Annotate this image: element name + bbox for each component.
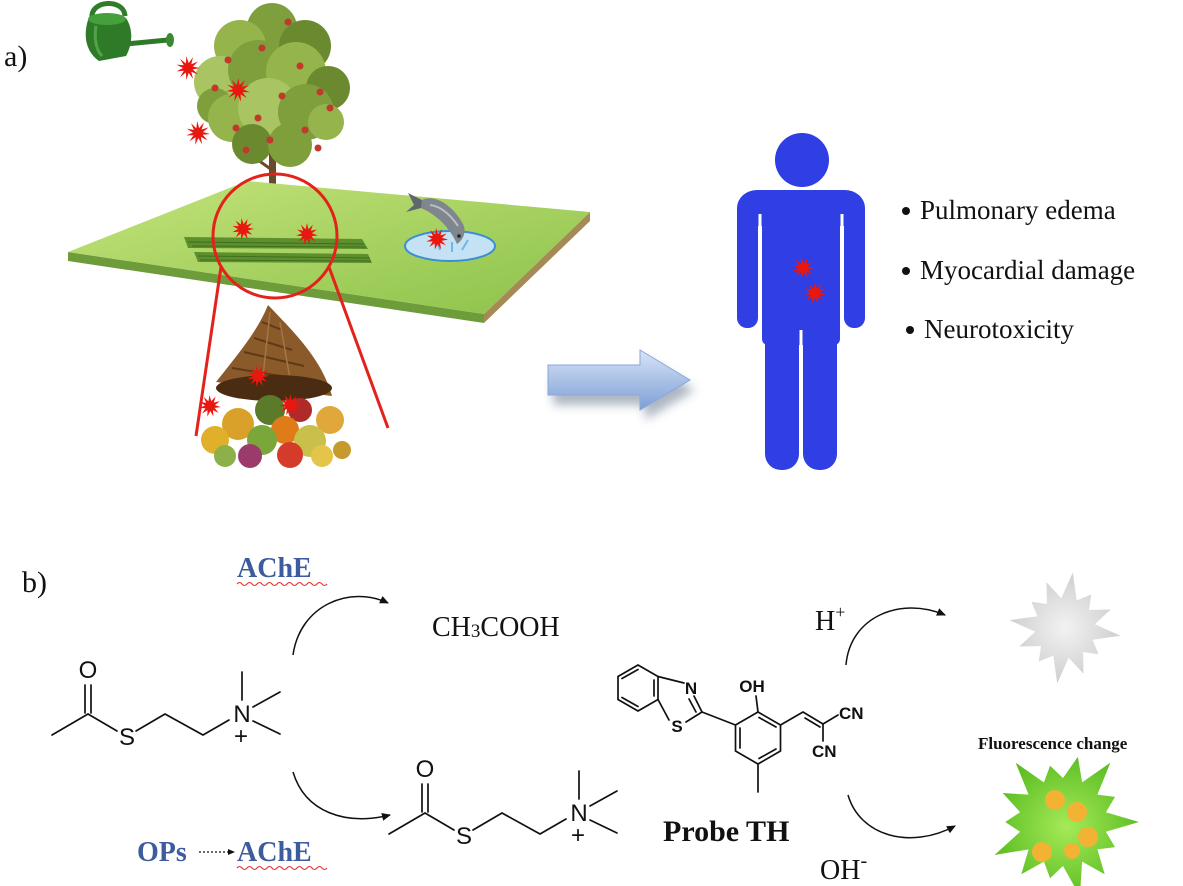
inhibited-arrow	[292, 771, 391, 821]
hydrolysis-enzyme-label: AChE	[237, 553, 312, 584]
fruits	[201, 395, 351, 468]
probe-sulfur: S	[671, 717, 682, 736]
acid-arrow	[845, 607, 946, 666]
fluorescence-burst-acid	[1009, 572, 1121, 684]
pesticide-splat	[296, 223, 318, 245]
grass-strips	[184, 237, 372, 263]
probe-th-structure: OH N S CN CN	[617, 664, 864, 793]
pesticide-splat	[279, 394, 301, 416]
watering-can-icon	[85, 1, 174, 61]
fluorescence-burst-base	[994, 756, 1139, 886]
health-effects-list: Pulmonary edema Myocardial damage Neurot…	[902, 195, 1135, 344]
human-head	[775, 133, 829, 187]
fluorescence-burst-base-group	[994, 756, 1139, 886]
probe-hydroxyl: OH	[739, 677, 765, 696]
bullet	[902, 267, 910, 275]
acetic-acid-rest: COOH	[480, 612, 559, 643]
inhibition-label: OPs AChE	[137, 837, 328, 871]
inhibitor-label: OPs	[137, 837, 187, 868]
pesticide-splat	[226, 78, 250, 102]
probe-name: Probe TH	[663, 815, 789, 848]
health-effect-item: Neurotoxicity	[924, 314, 1074, 344]
pesticide-splat	[232, 218, 254, 240]
farmland-ground	[68, 181, 590, 323]
hydrolysis-arrow	[292, 595, 389, 656]
body-splats	[792, 257, 826, 304]
panel-b-label: b)	[22, 566, 47, 599]
human-left-leg	[765, 320, 799, 470]
apples	[211, 18, 334, 154]
ammonium-nitrogen: N	[233, 701, 250, 728]
acid-condition-label: H+	[815, 602, 845, 637]
panel-a-label: a)	[4, 40, 27, 73]
health-effect-item: Myocardial damage	[920, 255, 1135, 285]
acetylthiocholine-structure-remaining: O S N +	[388, 756, 618, 850]
thioester-sulfur: S	[456, 823, 472, 850]
acetylthiocholine-structure: O S N +	[51, 657, 281, 751]
fish-icon	[406, 193, 465, 244]
arm-gaps	[758, 214, 844, 470]
carbonyl-oxygen: O	[416, 756, 435, 783]
inhibited-enzyme-label: AChE	[237, 837, 312, 868]
fluorescence-change-label: Fluorescence change	[978, 734, 1128, 753]
carbonyl-oxygen: O	[79, 657, 98, 684]
acid-superscript: +	[835, 602, 845, 622]
highlight-circle	[194, 172, 390, 437]
pesticide-splats	[176, 56, 448, 417]
bullet	[902, 207, 910, 215]
positive-charge: +	[571, 822, 585, 849]
probe-nitrogen: N	[685, 679, 697, 698]
spellcheck-underline	[236, 865, 328, 871]
base-arrow	[847, 794, 956, 839]
human-left-arm	[737, 200, 758, 328]
base-superscript: -	[860, 850, 867, 872]
panel-b: b) AChE CH3COOH O S N + O	[22, 553, 1139, 886]
health-effect-item: Pulmonary edema	[920, 195, 1116, 225]
probe-cyano-lower: CN	[812, 742, 837, 761]
base-condition-label: OH-	[820, 850, 867, 886]
panel-a: a)	[4, 1, 1135, 470]
pesticide-splat	[804, 282, 826, 304]
exposure-arrow	[547, 349, 695, 420]
human-figure	[737, 133, 865, 470]
human-right-arm	[844, 200, 865, 328]
fruit-tree	[194, 3, 350, 212]
acetic-acid-subscript: 3	[471, 621, 481, 642]
acid-symbol: H	[815, 606, 835, 637]
pesticide-splat	[792, 257, 814, 279]
ammonium-nitrogen: N	[570, 800, 587, 827]
bullet	[906, 326, 914, 334]
pond	[404, 193, 496, 262]
pesticide-splat	[186, 121, 210, 145]
human-right-leg	[803, 320, 837, 470]
acetic-acid-product: CH3COOH	[432, 612, 560, 643]
pesticide-splat	[247, 365, 269, 387]
acetic-acid-main: CH	[432, 612, 471, 643]
positive-charge: +	[234, 723, 248, 750]
probe-cyano-upper: CN	[839, 704, 864, 723]
pesticide-splat	[176, 56, 200, 80]
pesticide-splat	[199, 395, 221, 417]
base-symbol: OH	[820, 855, 860, 886]
human-torso	[762, 205, 840, 345]
cornucopia-icon	[201, 305, 351, 468]
tree-canopy	[194, 3, 350, 167]
pesticide-splat	[426, 228, 448, 250]
spellcheck-underline	[236, 581, 328, 587]
thioester-sulfur: S	[119, 724, 135, 751]
fluorescent-dots	[1032, 790, 1098, 862]
